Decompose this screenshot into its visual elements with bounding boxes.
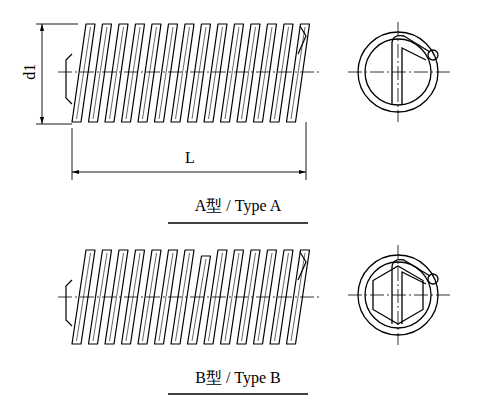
coil-shading [291, 27, 305, 119]
coil-winding [287, 24, 310, 122]
tang [66, 54, 72, 104]
dimension-label: d1 [21, 62, 39, 82]
coil-shading [225, 27, 239, 119]
coil-shading [159, 27, 173, 119]
type-caption: A型 / Type A [193, 197, 283, 215]
center-line [58, 22, 450, 345]
coil-shading [93, 27, 107, 119]
coil-shading [192, 27, 206, 119]
coil-end [298, 26, 306, 54]
coil-shading [176, 27, 190, 119]
length-dimension [72, 122, 306, 180]
coil-shading [209, 27, 223, 119]
dimension-label: L [183, 149, 197, 167]
caption-underline [168, 223, 308, 394]
coil-shading [258, 27, 272, 119]
coil-shading [143, 27, 157, 119]
coil-end [298, 252, 306, 280]
end-view-b [358, 255, 438, 335]
type-caption: B型 / Type B [193, 369, 283, 387]
coil-shading [242, 27, 256, 119]
coil-shading [275, 27, 289, 119]
tang [66, 280, 72, 326]
coil-shading [126, 27, 140, 119]
coil-shading [192, 259, 206, 341]
coil-shading [77, 27, 91, 119]
coil-shading [110, 27, 124, 119]
end-view-a [358, 32, 438, 112]
diameter-dimension [36, 24, 78, 124]
